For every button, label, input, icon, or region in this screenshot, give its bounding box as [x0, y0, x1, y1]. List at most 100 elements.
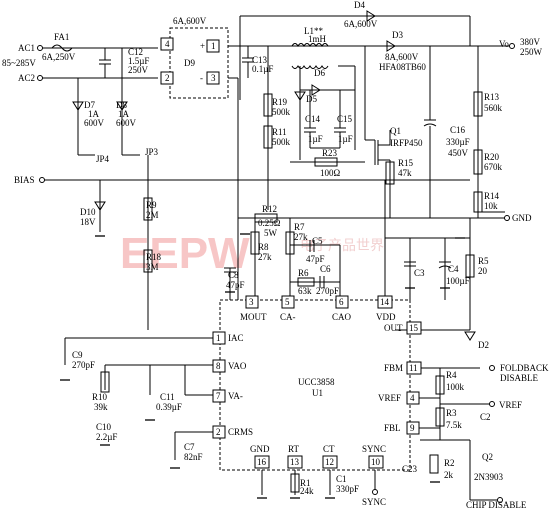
fa1-value: 6A,250V: [42, 52, 76, 62]
ic-pin-boxes: [160, 37, 422, 469]
ic-ref: U1: [312, 388, 323, 398]
d10-name: D10: [80, 207, 96, 217]
foldback-label1: FOLDBACK: [500, 363, 549, 373]
r3-v1: 7.5k: [446, 420, 462, 430]
gnd-label: GND: [512, 213, 532, 223]
c4-name: C4: [448, 264, 459, 274]
d4-name: D4: [354, 0, 365, 10]
r20-name: R20: [484, 152, 500, 162]
c3-name: C3: [414, 268, 425, 278]
pin-4-label: VREF: [378, 393, 401, 403]
d3-name: D3: [392, 30, 403, 40]
ac1-label: AC1: [18, 43, 35, 53]
d6-name: D6: [314, 68, 325, 78]
pin-5-label: CA-: [280, 312, 296, 322]
pin-1-num: 1: [216, 333, 221, 343]
pin-14-label: VDD: [376, 312, 396, 322]
pin-6-num: 6: [339, 297, 344, 307]
watermark-logo: EEPW: [120, 229, 250, 278]
d3-symbol: [386, 40, 396, 52]
d6-symbol: [311, 84, 321, 96]
c23-name: C23: [402, 464, 418, 474]
ic-name: UCC3858: [298, 377, 335, 387]
d7-v1: 1A: [88, 109, 100, 119]
vo-rating1: 380V: [520, 37, 541, 47]
pin-7-num: 7: [216, 391, 221, 401]
bridge-pin2: 2: [165, 73, 170, 83]
pin-9-label: FBL: [384, 423, 401, 433]
d8-symbol: [116, 101, 128, 111]
bridge-pin3: 3: [211, 73, 216, 83]
q2-v1: 2N3903: [474, 472, 503, 482]
c16-v1: 330µF: [446, 137, 470, 147]
r2-name: R2: [444, 458, 455, 468]
c16-v2: 450V: [448, 148, 469, 158]
pin-8-label: VAO: [228, 361, 247, 371]
c8-v1: 47pF: [226, 280, 245, 290]
bridge-value: 6A,600V: [173, 16, 207, 26]
r1-name: R1: [300, 478, 311, 488]
bias-label: BIAS: [14, 175, 35, 185]
q1-v1: IRFP450: [390, 138, 423, 148]
bridge-pin1: 1: [211, 41, 216, 51]
pin-6-label: CAO: [332, 312, 352, 322]
fa1-name: FA1: [54, 32, 69, 42]
r6-v1: 63k: [298, 286, 312, 296]
vo-rating2: 250W: [520, 47, 543, 57]
c15-name: C15: [337, 114, 353, 124]
c9-name: C9: [72, 350, 83, 360]
c11-v1: 0.39µF: [156, 402, 182, 412]
r9-v1: 2M: [146, 210, 159, 220]
c9-v1: 270pF: [72, 360, 95, 370]
c11-name: C11: [160, 392, 175, 402]
sync-terminal-label: SYNC: [362, 497, 386, 507]
pin-12-num: 12: [325, 457, 334, 467]
r2-v1: 2k: [444, 470, 454, 480]
pin-11-label: FBM: [384, 363, 403, 373]
pin-7-label: VA-: [228, 391, 243, 401]
ground-symbols: [60, 233, 465, 499]
pin-2-num: 2: [216, 427, 221, 437]
ac2-label: AC2: [18, 73, 35, 83]
d3-v1: 8A,600V: [385, 52, 419, 62]
d7-name: D7: [84, 100, 95, 110]
d3-v2: HFA08TB60: [379, 62, 426, 72]
c8-name: C8: [228, 270, 239, 280]
pin-9-num: 9: [410, 423, 415, 433]
c7-v1: 82nF: [184, 452, 203, 462]
pin-15-label: OUT: [384, 323, 403, 333]
r20-v1: 670k: [484, 162, 503, 172]
pin-14-num: 14: [380, 297, 390, 307]
watermark: EEPW 电子产品世界: [120, 229, 384, 278]
c13-v1: 0.1µF: [252, 64, 273, 74]
d7-symbol: [72, 101, 84, 111]
d5-symbol: [294, 91, 306, 101]
vo-label: Vo: [499, 39, 509, 49]
d2-name: D2: [478, 340, 489, 350]
pin-16-num: 16: [257, 457, 267, 467]
d8-v1: 1A: [118, 109, 130, 119]
r12-v2: 5W: [264, 228, 278, 238]
pin-3-label: MOUT: [240, 312, 267, 322]
c6-name: C6: [320, 264, 331, 274]
r19-v1: 500k: [272, 107, 291, 117]
d2-symbol: [464, 331, 476, 341]
d7-v2: 600V: [84, 118, 105, 128]
pin-13-label: RT: [288, 444, 299, 454]
d8-name: D8: [116, 100, 127, 110]
r9-name: R9: [146, 200, 157, 210]
c12-name: C12: [128, 47, 143, 57]
r8-v1: 27k: [258, 252, 272, 262]
r5-name: R5: [478, 256, 489, 266]
r7-name: R7: [294, 222, 305, 232]
c5-name: C5: [312, 236, 323, 246]
r15-v1: 47k: [398, 168, 412, 178]
r11-v1: 500k: [272, 137, 291, 147]
r23-v1: 100Ω: [320, 168, 341, 178]
c14-v1: 1µF: [308, 134, 323, 144]
c6-v1: 270pF: [316, 286, 339, 296]
c13-name: C13: [252, 55, 268, 65]
c4-v1: 100µF: [446, 276, 470, 286]
